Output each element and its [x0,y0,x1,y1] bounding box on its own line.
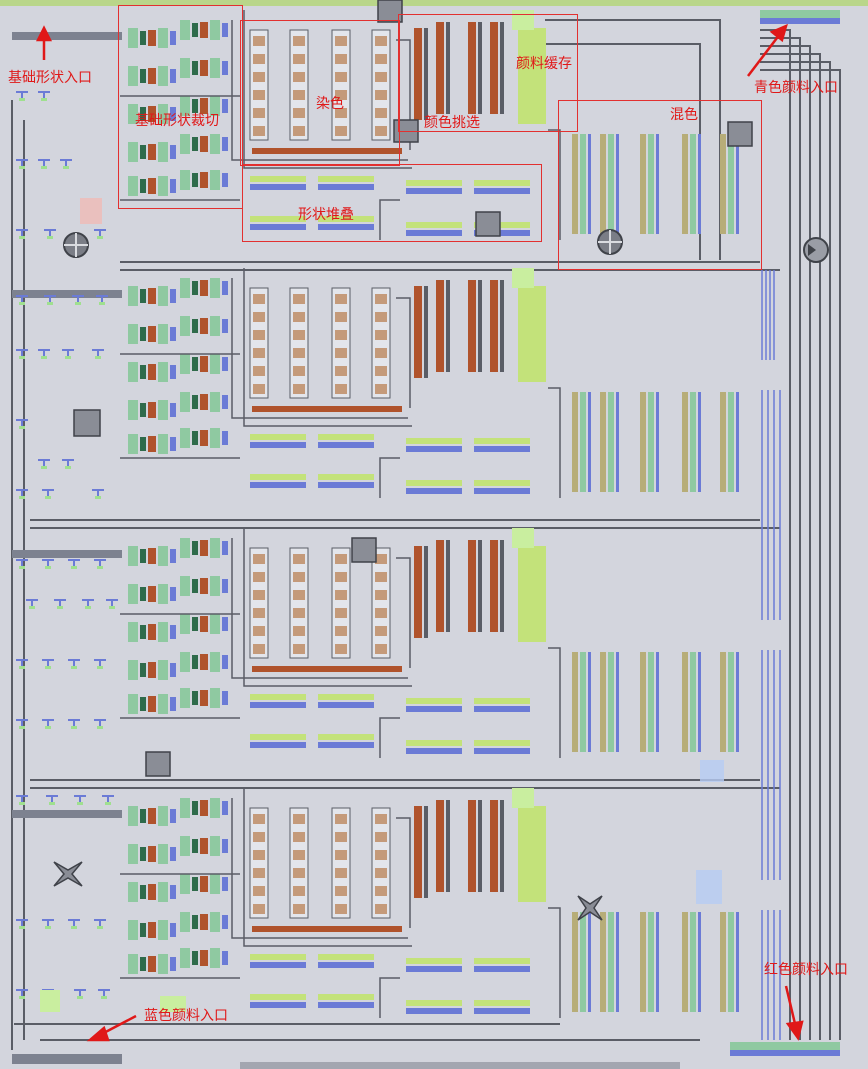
factory-module-1 [12,10,739,240]
highlight [700,760,724,782]
rotator-icon[interactable] [597,229,623,255]
annotation-color-picking: 颜色挑选 [424,115,480,131]
annotation-cyan-pigment-input: 青色颜料入口 [754,80,838,96]
top-belt-strip [0,0,868,6]
base-shape-cutting-region [118,5,243,209]
right-vertical-lanes [761,270,781,1040]
annotation-color-mixing: 混色 [670,107,698,123]
left-input-tees [15,91,119,1000]
balancer-icon[interactable] [73,0,753,777]
color-picking-region [398,14,578,132]
annotation-pigment-cache: 颜料缓存 [516,56,572,72]
annotation-arrow [35,23,804,1042]
highlight [160,996,186,1012]
input-belts [12,10,840,1069]
color-mixing-region [558,100,762,270]
highlight [40,990,60,1012]
dyeing-region [240,20,400,166]
arrow-icon[interactable] [577,895,603,921]
main-bus [11,19,841,1050]
factory-module-2 [12,268,739,498]
annotation-base-shape-input: 基础形状入口 [8,70,92,86]
arrow-icon[interactable] [53,861,83,887]
annotation-dyeing: 染色 [316,96,344,112]
shape-stacking-region [242,164,542,242]
annotation-red-pigment-input: 红色颜料入口 [764,962,848,978]
highlight [696,870,722,904]
hub-icon[interactable] [803,237,829,263]
annotation-shape-stacking: 形状堆叠 [298,207,354,223]
annotation-base-shape-cutting: 基础形状裁切 [135,113,219,129]
factory-module-4 [12,788,739,1018]
annotation-blue-pigment-input: 蓝色颜料入口 [144,1008,228,1024]
highlight [80,198,102,224]
rotator-icon[interactable] [63,232,89,258]
